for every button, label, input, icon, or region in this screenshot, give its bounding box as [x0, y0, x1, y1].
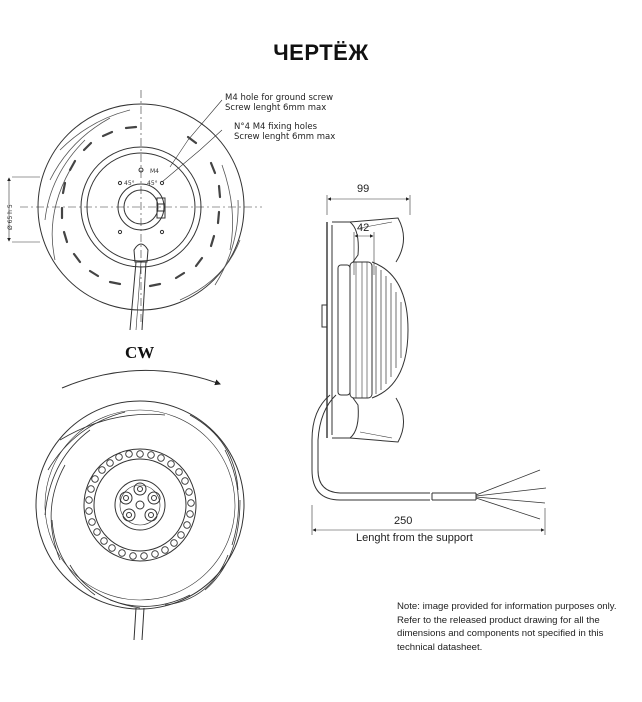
hub-label-45-left: 45°: [124, 180, 135, 187]
front-view-blades: [60, 125, 222, 288]
dimension-99: 99: [357, 183, 370, 195]
rear-view-hub-bolts: [119, 482, 161, 522]
fixing-holes-callout-line2: Screw lenght 6mm max: [234, 132, 336, 142]
note-line-1: Note: image provided for information pur…: [397, 601, 617, 612]
rear-view-hole-ring: [85, 450, 195, 560]
hub-label-m4: M4: [150, 168, 159, 175]
cable-length-caption: Lenght from the support: [356, 532, 473, 544]
fixing-holes-callout-line1: N°4 M4 fixing holes: [234, 122, 317, 132]
ground-screw-callout-line2: Screw lenght 6mm max: [225, 103, 327, 113]
diameter-tag: Ø 65 h 5: [7, 204, 14, 230]
note-line-2: Refer to the released product drawing fo…: [397, 614, 600, 626]
front-view: [7, 90, 262, 331]
front-view-inner-blades: [44, 109, 241, 301]
hub-label-45-right: 45°: [147, 180, 158, 187]
rear-view: [35, 369, 245, 641]
ground-screw-callout-line1: M4 hole for ground screw: [225, 93, 334, 103]
note-line-4: technical datasheet.: [397, 641, 483, 653]
side-view: [311, 195, 547, 535]
disclaimer-note: Note: image provided for information pur…: [397, 600, 639, 654]
dimension-250: 250: [394, 515, 413, 527]
dimension-42: 42: [357, 222, 370, 234]
page-title: ЧЕРТЁЖ: [273, 40, 369, 65]
rotation-direction-label: CW: [125, 343, 155, 362]
note-line-3: dimensions and components not specified …: [397, 628, 604, 639]
